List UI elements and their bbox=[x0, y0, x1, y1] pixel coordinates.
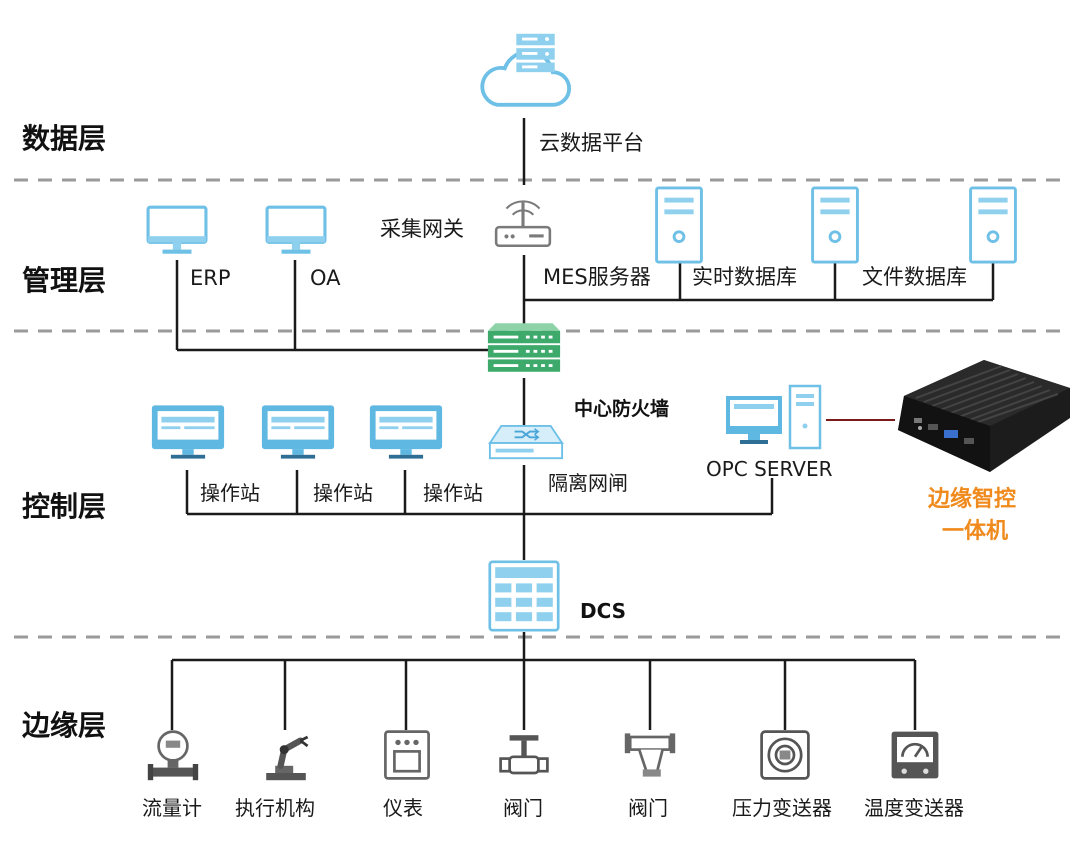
robot-arm-icon bbox=[266, 737, 307, 780]
file-db-label: 文件数据库 bbox=[862, 265, 967, 289]
layer-label-edge: 边缘层 bbox=[22, 709, 106, 742]
device-label-valve-1: 阀门 bbox=[503, 796, 543, 820]
station-label-1: 操作站 bbox=[200, 481, 260, 505]
erp-monitor-icon bbox=[146, 205, 208, 256]
station-label-2: 操作站 bbox=[313, 481, 373, 505]
oa-label: OA bbox=[310, 266, 341, 290]
flowmeter-icon bbox=[146, 730, 200, 782]
pressure-transmitter-icon bbox=[760, 730, 810, 780]
opc-server-icon bbox=[724, 384, 822, 450]
workstation-icon-1 bbox=[151, 405, 225, 459]
dcs-cabinet-icon bbox=[488, 560, 560, 632]
layer-label-control: 控制层 bbox=[22, 490, 106, 523]
valve-icon bbox=[499, 733, 549, 775]
meter-panel-icon bbox=[384, 730, 430, 780]
edge-box-icon bbox=[897, 359, 1071, 473]
valve-body-icon bbox=[623, 732, 677, 778]
dcs-label: DCS bbox=[580, 599, 626, 623]
layer-label-management: 管理层 bbox=[22, 264, 106, 297]
connection-lines bbox=[170, 118, 995, 730]
oa-monitor-icon bbox=[265, 205, 327, 256]
realtime-db-label: 实时数据库 bbox=[692, 265, 797, 289]
device-label-flowmeter: 流量计 bbox=[142, 796, 202, 820]
workstation-icon-2 bbox=[261, 405, 335, 459]
gateway-label: 采集网关 bbox=[380, 217, 464, 241]
device-label-pressure-transmitter: 压力变送器 bbox=[732, 796, 832, 820]
layer-label-data: 数据层 bbox=[22, 122, 106, 155]
realtime-db-server-icon bbox=[811, 186, 859, 264]
firewall-icon bbox=[487, 323, 561, 372]
file-db-server-icon bbox=[969, 186, 1017, 264]
isolation-gate-label: 隔离网闸 bbox=[548, 471, 628, 495]
firewall-label: 中心防火墙 bbox=[574, 397, 669, 420]
network-switch-icon bbox=[488, 424, 564, 460]
device-label-valve-2: 阀门 bbox=[628, 796, 668, 820]
station-label-3: 操作站 bbox=[423, 481, 483, 505]
cloud-server-icon bbox=[482, 34, 569, 105]
device-label-actuator: 执行机构 bbox=[235, 796, 315, 820]
router-icon bbox=[494, 199, 552, 248]
mes-server-icon bbox=[655, 186, 703, 264]
erp-label: ERP bbox=[190, 266, 231, 290]
opc-server-label: OPC SERVER bbox=[706, 457, 833, 481]
cloud-platform-label: 云数据平台 bbox=[539, 131, 644, 155]
edge-box-label-line2: 一体机 bbox=[942, 519, 1008, 544]
device-label-instrument: 仪表 bbox=[383, 796, 423, 820]
workstation-icon-3 bbox=[369, 405, 443, 459]
edge-box-label-line1: 边缘智控 bbox=[927, 486, 1016, 512]
temperature-gauge-icon bbox=[890, 730, 940, 780]
device-label-temperature-transmitter: 温度变送器 bbox=[864, 796, 964, 820]
mes-server-label: MES服务器 bbox=[543, 265, 651, 289]
layer-dividers bbox=[14, 178, 1066, 639]
